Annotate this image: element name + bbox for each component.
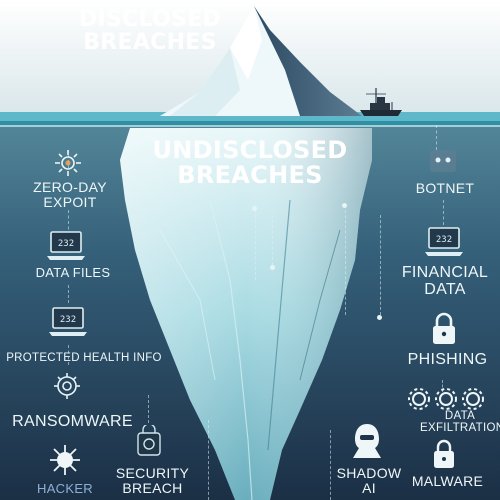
connector-dot (377, 315, 382, 320)
connector-line (255, 210, 256, 280)
data-exfiltration-line1: DATA (444, 410, 476, 422)
connector-line (272, 215, 273, 265)
protected-health-info-label: PROTECTED HEALTH INFO (6, 352, 162, 364)
shadow-ai-line2: AI (362, 479, 376, 496)
financial-data-line1: FINANCIAL (401, 264, 489, 281)
hacker-label: HACKER (37, 481, 93, 496)
zero-day-line1: ZERO-DAY (33, 179, 107, 195)
shadow-ai-line1: SHADOW (336, 465, 402, 481)
connector-line (380, 215, 381, 315)
phishing-label: PHISHING (407, 351, 488, 368)
connector-line (148, 395, 149, 423)
disclosed-line1: DISCLOSED (78, 7, 222, 32)
disclosed-line2: BREACHES (83, 30, 217, 56)
zero-day-line2: EXPOIT (43, 193, 97, 210)
disclosed-heading: DISCLOSED BREACHES (40, 8, 260, 54)
undisclosed-heading: UNDISCLOSED BREACHES (120, 136, 380, 190)
connector-dot (342, 203, 347, 208)
security-breach-label: SECURITY BREACH (110, 466, 195, 495)
shadow-ai-label: SHADOW AI (326, 466, 412, 495)
gears-icon (408, 388, 484, 410)
data-exfiltration-label: DATA EXFILTRATION (420, 410, 500, 434)
financial-data-line2: DATA (424, 280, 466, 298)
laptop-icon: 232 (47, 231, 85, 260)
connector-line (345, 205, 346, 315)
iceberg-underwater (120, 128, 372, 500)
connector-line (443, 200, 444, 225)
connector-line (68, 285, 69, 303)
virus-burst-icon (55, 150, 81, 176)
security-breach-line1: SECURITY (115, 465, 190, 481)
connector-line (208, 420, 209, 500)
robot-screen-icon (430, 150, 456, 172)
iceberg-peak (160, 6, 362, 116)
financial-data-label: FINANCIAL DATA (395, 264, 495, 299)
zero-day-label: ZERO-DAY EXPOIT (20, 180, 120, 209)
laptop-screen-text: 232 (60, 315, 76, 325)
security-breach-line2: BREACH (122, 479, 183, 496)
padlock-chip-icon (137, 425, 161, 456)
laptop-icon: 232 (425, 227, 463, 256)
connector-line (442, 380, 443, 392)
ransomware-label: RANSOMWARE (12, 413, 133, 430)
ship-icon (360, 88, 402, 116)
connector-line (436, 125, 437, 150)
undisclosed-line2: BREACHES (177, 161, 323, 190)
laptop-screen-text: 232 (58, 239, 74, 249)
padlock-icon (434, 439, 454, 468)
undisclosed-line1: UNDISCLOSED (152, 136, 348, 164)
connector-dot (252, 206, 257, 211)
laptop-icon: 232 (49, 307, 87, 336)
connector-dot (270, 265, 275, 270)
connector-line (68, 150, 69, 168)
connector-line (68, 345, 69, 365)
malware-label: MALWARE (411, 473, 484, 489)
connector-line (330, 430, 331, 500)
botnet-label: BOTNET (415, 180, 475, 196)
data-files-label: DATA FILES (35, 265, 111, 280)
laptop-screen-text: 232 (436, 235, 452, 245)
connector-line (68, 210, 69, 235)
data-exfiltration-line2: EXFILTRATION (420, 422, 500, 435)
bug-shield-icon (54, 373, 80, 399)
hooded-figure-icon (353, 424, 381, 458)
virus-icon (50, 445, 80, 475)
padlock-icon (433, 312, 455, 344)
